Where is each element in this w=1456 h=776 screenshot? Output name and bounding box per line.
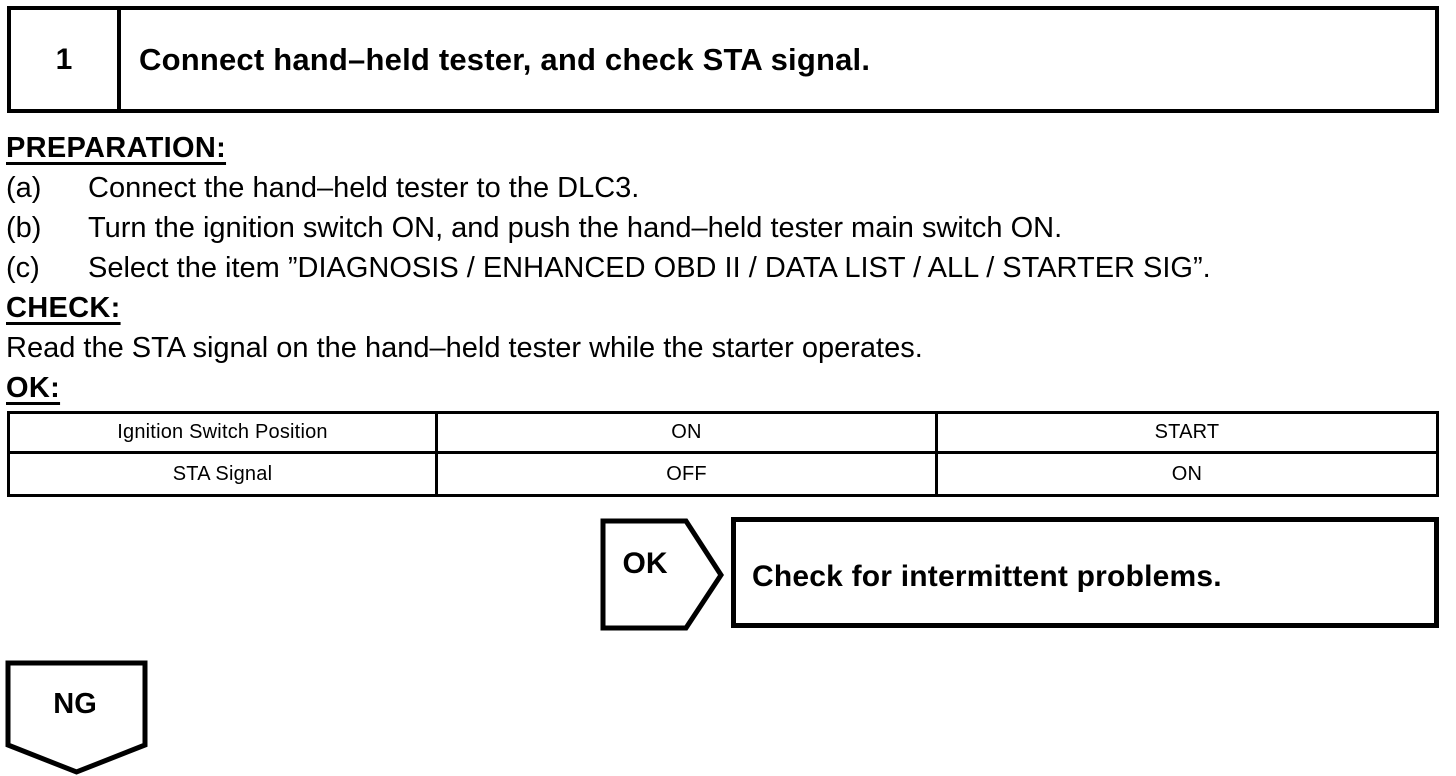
step-a-label: (a) <box>6 171 42 204</box>
ok-heading: OK: <box>6 368 1448 408</box>
step-c-text: Select the item ”DIAGNOSIS / ENHANCED OB… <box>88 251 1211 284</box>
preparation-step-b: (b) Turn the ignition switch ON, and pus… <box>6 208 1448 248</box>
preparation-heading-label: PREPARATION: <box>6 131 227 164</box>
table-cell: ON <box>1171 462 1203 485</box>
table-row: Ignition Switch Position ON START <box>10 414 1436 454</box>
table-row: STA Signal OFF ON <box>10 454 1436 494</box>
ok-action-box: Check for intermittent problems. <box>731 517 1439 628</box>
step-a-text: Connect the hand–held tester to the DLC3… <box>88 171 640 204</box>
check-heading-label: CHECK: <box>6 291 121 324</box>
check-instruction-text: Read the STA signal on the hand–held tes… <box>6 331 923 364</box>
ok-connector-shape <box>600 518 724 631</box>
step-b-label: (b) <box>6 211 42 244</box>
ok-connector-label: OK <box>622 547 668 580</box>
table-cell: STA Signal <box>10 454 438 494</box>
table-cell: ON <box>438 414 938 451</box>
sta-signal-table: Ignition Switch Position ON START STA Si… <box>7 411 1439 497</box>
step-title: Connect hand–held tester, and check STA … <box>139 41 871 77</box>
ok-action-text: Check for intermittent problems. <box>752 559 1222 593</box>
check-heading: CHECK: <box>6 288 1448 328</box>
ng-connector-shape <box>5 660 148 775</box>
preparation-step-a: (a) Connect the hand–held tester to the … <box>6 168 1448 208</box>
ng-connector-label: NG <box>53 687 97 720</box>
preparation-heading: PREPARATION: <box>6 128 1448 168</box>
step-c-label: (c) <box>6 251 40 284</box>
ok-heading-label: OK: <box>6 371 61 404</box>
procedure-text: PREPARATION: (a) Connect the hand–held t… <box>6 128 1448 408</box>
table-cell: OFF <box>438 454 938 494</box>
step-header: 1 Connect hand–held tester, and check ST… <box>7 6 1439 113</box>
check-instruction: Read the STA signal on the hand–held tes… <box>6 328 1448 368</box>
table-cell: Ignition Switch Position <box>10 414 438 451</box>
step-number: 1 <box>11 10 121 109</box>
step-b-text: Turn the ignition switch ON, and push th… <box>88 211 1063 244</box>
preparation-step-c: (c) Select the item ”DIAGNOSIS / ENHANCE… <box>6 248 1448 288</box>
table-cell: START <box>1154 421 1220 443</box>
